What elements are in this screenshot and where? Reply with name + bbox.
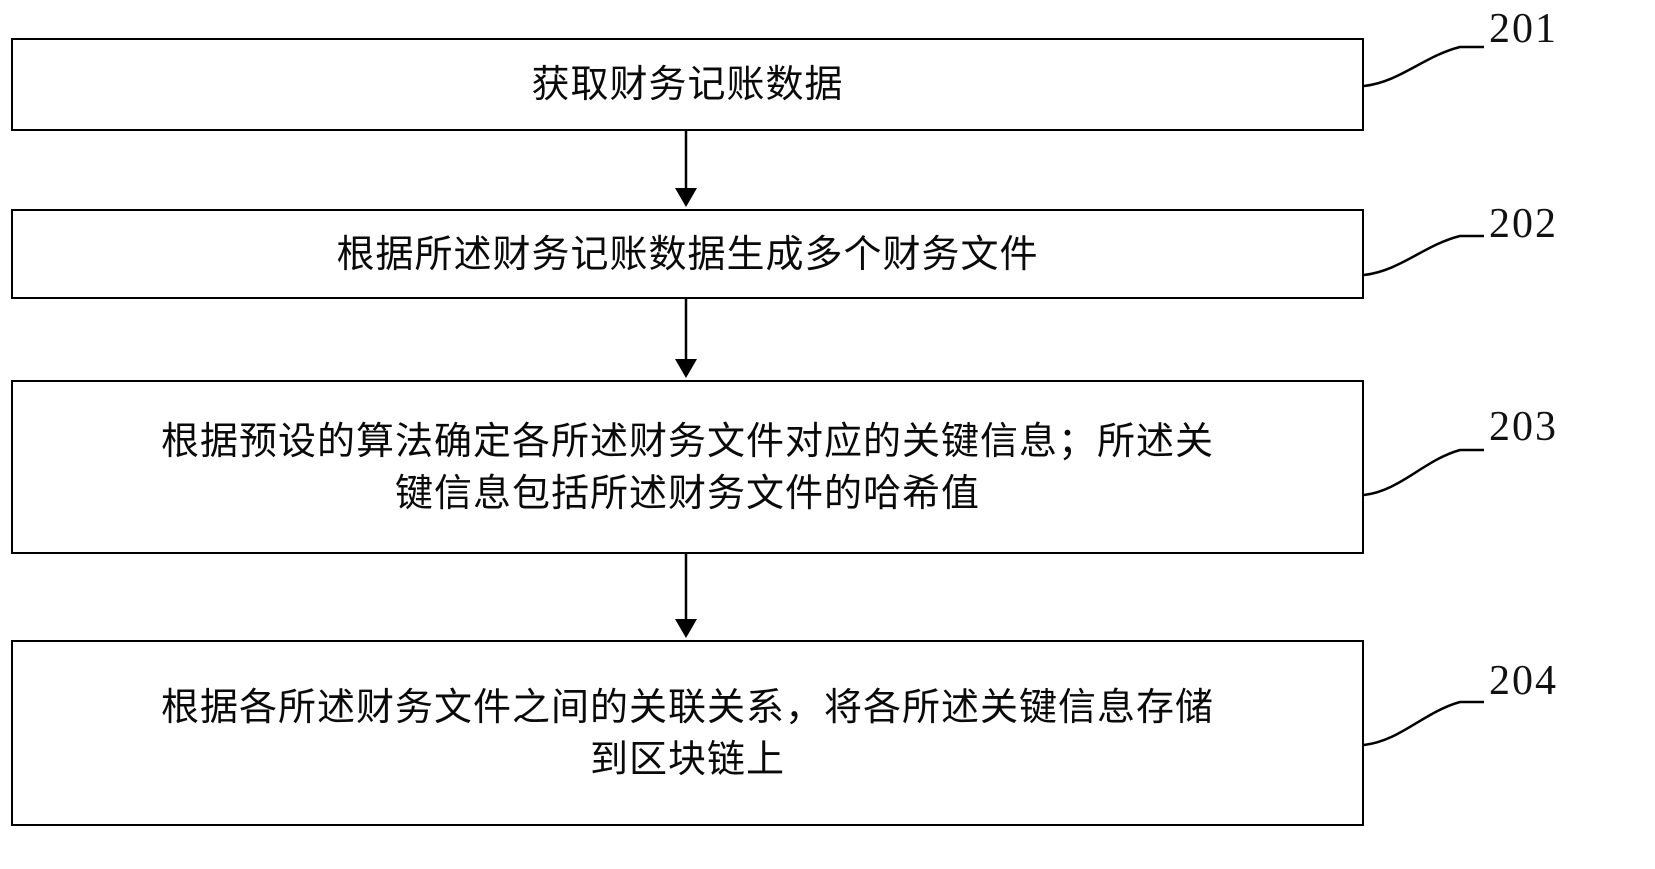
reference-number-202: 202 <box>1489 201 1558 247</box>
flow-node-203-label: 根据预设的算法确定各所述财务文件对应的关键信息；所述关 键信息包括所述财务文件的… <box>160 418 1214 515</box>
flow-node-204-label: 根据各所述财务文件之间的关联关系，将各所述关键信息存储 到区块链上 <box>160 684 1214 781</box>
connector-202-203 <box>675 299 697 378</box>
flow-node-201-label: 获取财务记账数据 <box>531 62 844 107</box>
flow-node-202[interactable]: 根据所述财务记账数据生成多个财务文件 <box>11 209 1364 299</box>
flow-node-201[interactable]: 获取财务记账数据 <box>11 38 1364 131</box>
leader-line-204 <box>1363 700 1484 747</box>
leader-line-201 <box>1363 45 1484 88</box>
connector-203-204 <box>675 554 697 638</box>
flow-node-204[interactable]: 根据各所述财务文件之间的关联关系，将各所述关键信息存储 到区块链上 <box>11 640 1364 826</box>
flow-node-203[interactable]: 根据预设的算法确定各所述财务文件对应的关键信息；所述关 键信息包括所述财务文件的… <box>11 380 1364 554</box>
flow-node-202-label: 根据所述财务记账数据生成多个财务文件 <box>336 231 1039 276</box>
reference-number-201: 201 <box>1489 6 1558 52</box>
connector-201-202 <box>675 131 697 207</box>
reference-number-203: 203 <box>1489 404 1558 450</box>
leader-line-203 <box>1363 448 1484 497</box>
reference-number-204: 204 <box>1489 658 1558 704</box>
leader-line-202 <box>1363 234 1484 277</box>
